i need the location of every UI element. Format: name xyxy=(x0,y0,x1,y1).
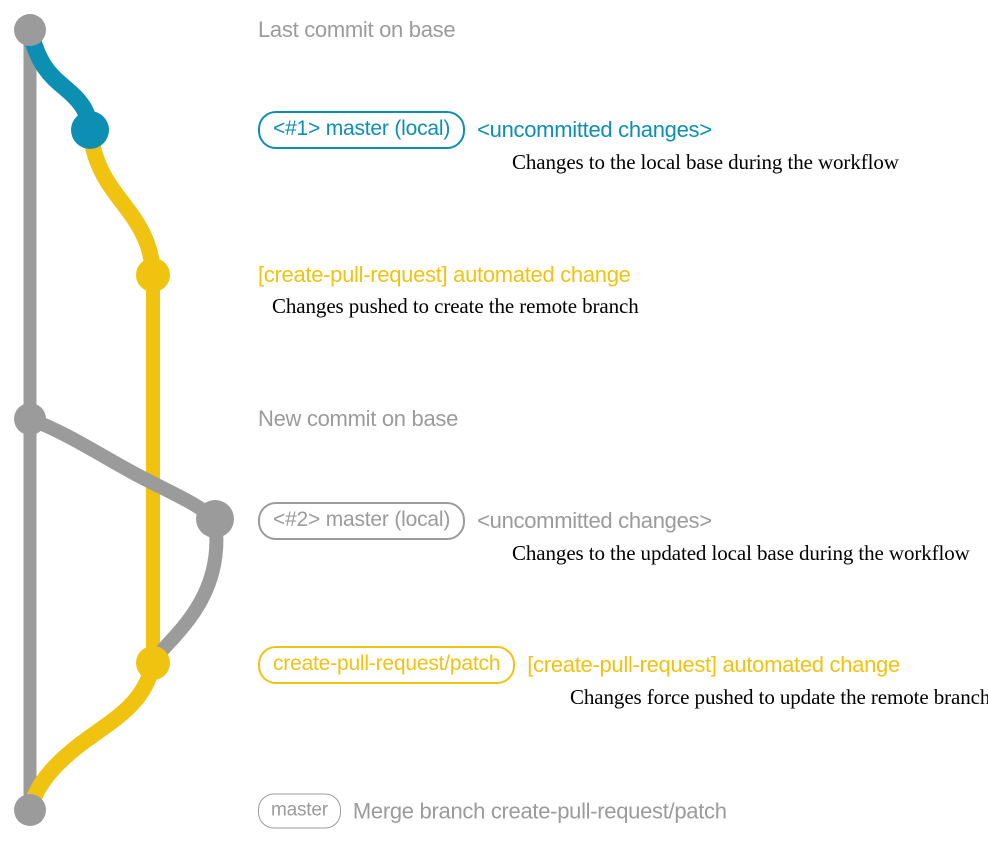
commit-description: Changes to the updated local base during… xyxy=(512,541,970,565)
commit-node-local-uncommitted-1[interactable] xyxy=(71,111,109,149)
commit-node-automated-change-create[interactable] xyxy=(136,258,170,292)
branch-label-pill[interactable]: <#1> master (local) xyxy=(258,111,466,149)
commit-graph xyxy=(14,14,234,826)
commit-row-line: master Merge branch create-pull-request/… xyxy=(258,793,727,829)
commit-message: New commit on base xyxy=(258,406,459,431)
commit-message: Merge branch create-pull-request/patch xyxy=(352,798,727,823)
branch-label-pill[interactable]: create-pull-request/patch xyxy=(258,646,516,684)
commit-node-merge-branch[interactable] xyxy=(14,794,46,826)
commit-description: Changes pushed to create the remote bran… xyxy=(272,294,639,318)
patch-branch-line-upper xyxy=(82,122,161,283)
commit-message: <uncommitted changes> xyxy=(477,508,712,533)
patch-merge-line xyxy=(22,655,161,818)
commit-node-new-commit-on-base[interactable] xyxy=(14,403,46,435)
commit-node-local-uncommitted-2[interactable] xyxy=(196,500,234,538)
commit-row-line: New commit on base xyxy=(258,406,458,432)
commit-message: [create-pull-request] automated change xyxy=(527,652,900,677)
branch-label-pill[interactable]: <#2> master (local) xyxy=(258,502,466,540)
commit-row-line: Last commit on base xyxy=(258,17,456,43)
base-branch-line-2 xyxy=(23,412,222,526)
commit-message: <uncommitted changes> xyxy=(477,117,712,142)
local-branch-line-2 xyxy=(146,512,224,670)
commit-row-line: <#2> master (local) <uncommitted changes… xyxy=(258,502,712,540)
commit-message: [create-pull-request] automated change xyxy=(258,262,631,287)
commit-row-line: <#1> master (local) <uncommitted changes… xyxy=(258,111,712,149)
commit-node-last-commit-on-base[interactable] xyxy=(14,14,46,46)
commit-row-line: create-pull-request/patch [create-pull-r… xyxy=(258,646,900,684)
commit-node-automated-change-update[interactable] xyxy=(136,646,170,680)
branch-label-pill[interactable]: master xyxy=(258,793,341,829)
commit-message: Last commit on base xyxy=(258,17,456,42)
commit-row-line: [create-pull-request] automated change xyxy=(258,262,631,288)
commit-description: Changes force pushed to update the remot… xyxy=(570,685,988,709)
commit-description: Changes to the local base during the wor… xyxy=(512,150,899,174)
